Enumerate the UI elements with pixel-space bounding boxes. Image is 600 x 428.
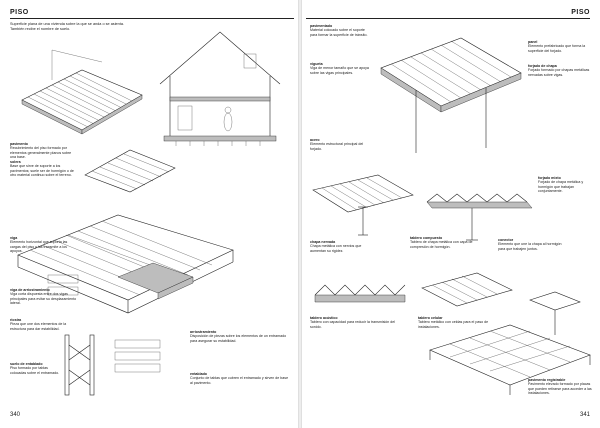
left-page: PISO Superficie plana de una vivienda so… (0, 0, 298, 428)
definition: Tablero metálico con celdas para el paso… (418, 320, 489, 329)
term: panel (528, 40, 538, 44)
term: suelo de entablado (10, 362, 43, 366)
access-floor-illustration (429, 291, 591, 395)
definition: Elemento estructural principal del forja… (310, 142, 364, 151)
floor-framing-illustration (17, 214, 234, 314)
entry-pavimento-registrable: pavimento registrable Pavimento elevado … (528, 378, 594, 395)
entry-arriostramiento: arriostramiento Disposición de piezas so… (190, 330, 290, 343)
definition: Elemento horizontal que soporta las carg… (10, 240, 68, 253)
book-gutter (298, 0, 302, 428)
intro-text: Superficie plana de una vivienda sobre l… (10, 22, 124, 31)
term: forjado de chapa (528, 64, 557, 68)
running-head-left: PISO (10, 9, 29, 16)
definition: Disposición de piezas sobre los elemento… (190, 334, 287, 343)
acoustic-deck-illustration (314, 284, 406, 303)
definition: Viga corta dispuesta entre dos vigas pri… (10, 292, 77, 305)
term: arriostramiento (190, 330, 217, 334)
header-rule-left (10, 18, 294, 19)
entry-tablero-compuesto: tablero compuesto Tablero de chapa metál… (410, 236, 476, 249)
header-rule-right (306, 18, 590, 19)
definition: Pavimento elevado formado por placas que… (528, 382, 592, 395)
bridging-detail-illustration (64, 334, 161, 396)
entry-acero: acero Elemento estructural principal del… (310, 138, 372, 151)
term: tablero compuesto (410, 236, 443, 240)
entry-entablado: entablado Conjunto de tablas que cubren … (190, 372, 290, 385)
composite-floor-illustration (380, 37, 522, 153)
term: tablero celular (418, 316, 443, 320)
entry-suelo-de-entablado: suelo de entablado Piso formado por tabl… (10, 362, 65, 375)
joist-framing-illustration (84, 149, 176, 193)
entry-forjado-mixto: forjado mixto Forjado de chapa metálica … (538, 176, 596, 193)
house-section-illustration (159, 31, 281, 146)
right-page: PISO pavimentado Material colocado sobre… (302, 0, 600, 428)
entry-pavimentado: pavimentado Material colocado sobre el s… (310, 24, 372, 37)
page-number-left: 340 (10, 412, 21, 418)
cellular-deck-illustration (421, 272, 513, 307)
definition: Elemento prefabricado que forma la super… (528, 44, 586, 53)
term: vigueta (310, 62, 323, 66)
term: acero (310, 138, 320, 142)
definition: Base que sirve de soporte a los paviment… (10, 164, 74, 177)
entry-forjado-de-chapa: forjado de chapa Forjado formado por cha… (528, 64, 592, 77)
term: tablero acústico (310, 316, 338, 320)
definition: Chapa metálica con nervios que aumentan … (310, 244, 362, 253)
entry-tablero-celular: tablero celular Tablero metálico con cel… (418, 316, 508, 329)
definition: Piso formado por tablas colocadas sobre … (10, 366, 60, 375)
steel-deck-detail-illustration (312, 174, 414, 236)
definition: Forjado de chapa metálica y hormigón que… (538, 180, 584, 193)
definition: Conjunto de tablas que cubren el entrama… (190, 376, 289, 385)
definition: Viga de menor tamaño que se apoya sobre … (310, 66, 369, 75)
term: forjado mixto (538, 176, 561, 180)
entry-solera: solera Base que sirve de soporte a los p… (10, 160, 78, 177)
term: viga de arriostramiento (10, 288, 50, 292)
entry-panel: panel Elemento prefabricado que forma la… (528, 40, 592, 53)
corrugated-deck-illustration (426, 193, 533, 241)
term: chapa nervada (310, 240, 336, 244)
definition: Recubrimiento del piso formado por eleme… (10, 146, 72, 159)
entry-pavimento: pavimento Recubrimiento del piso formado… (10, 142, 78, 159)
definition: Material colocado sobre el soporte para … (310, 28, 368, 37)
entry-vigueta: vigueta Viga de menor tamaño que se apoy… (310, 62, 372, 75)
term: pavimentado (310, 24, 333, 28)
term: solera (10, 160, 21, 164)
definition: Tablero de chapa metálica con capa de co… (410, 240, 473, 249)
term: entablado (190, 372, 207, 376)
term: viga (10, 236, 18, 240)
definition: Elemento que une la chapa al hormigón pa… (498, 242, 562, 251)
term: pavimento (10, 142, 28, 146)
running-head-right: PISO (571, 9, 590, 16)
term: pavimento registrable (528, 378, 566, 382)
term: conector (498, 238, 514, 242)
term: riostra (10, 318, 22, 322)
definition: Pieza que une dos elementos de la estruc… (10, 322, 67, 331)
entry-conector: conector Elemento que une la chapa al ho… (498, 238, 562, 251)
flooring-planks-illustration (21, 49, 143, 135)
entry-viga: viga Elemento horizontal que soporta las… (10, 236, 70, 253)
entry-riostra: riostra Pieza que une dos elementos de l… (10, 318, 80, 331)
entry-viga-de-arriostramiento: viga de arriostramiento Viga corta dispu… (10, 288, 80, 305)
definition: Forjado formado por chapas metálicas ner… (528, 68, 590, 77)
definition: Tablero con capacidad para reducir la tr… (310, 320, 396, 329)
entry-chapa-nervada: chapa nervada Chapa metálica con nervios… (310, 240, 376, 253)
entry-tablero-acustico: tablero acústico Tablero con capacidad p… (310, 316, 400, 329)
page-number-right: 341 (579, 412, 590, 418)
